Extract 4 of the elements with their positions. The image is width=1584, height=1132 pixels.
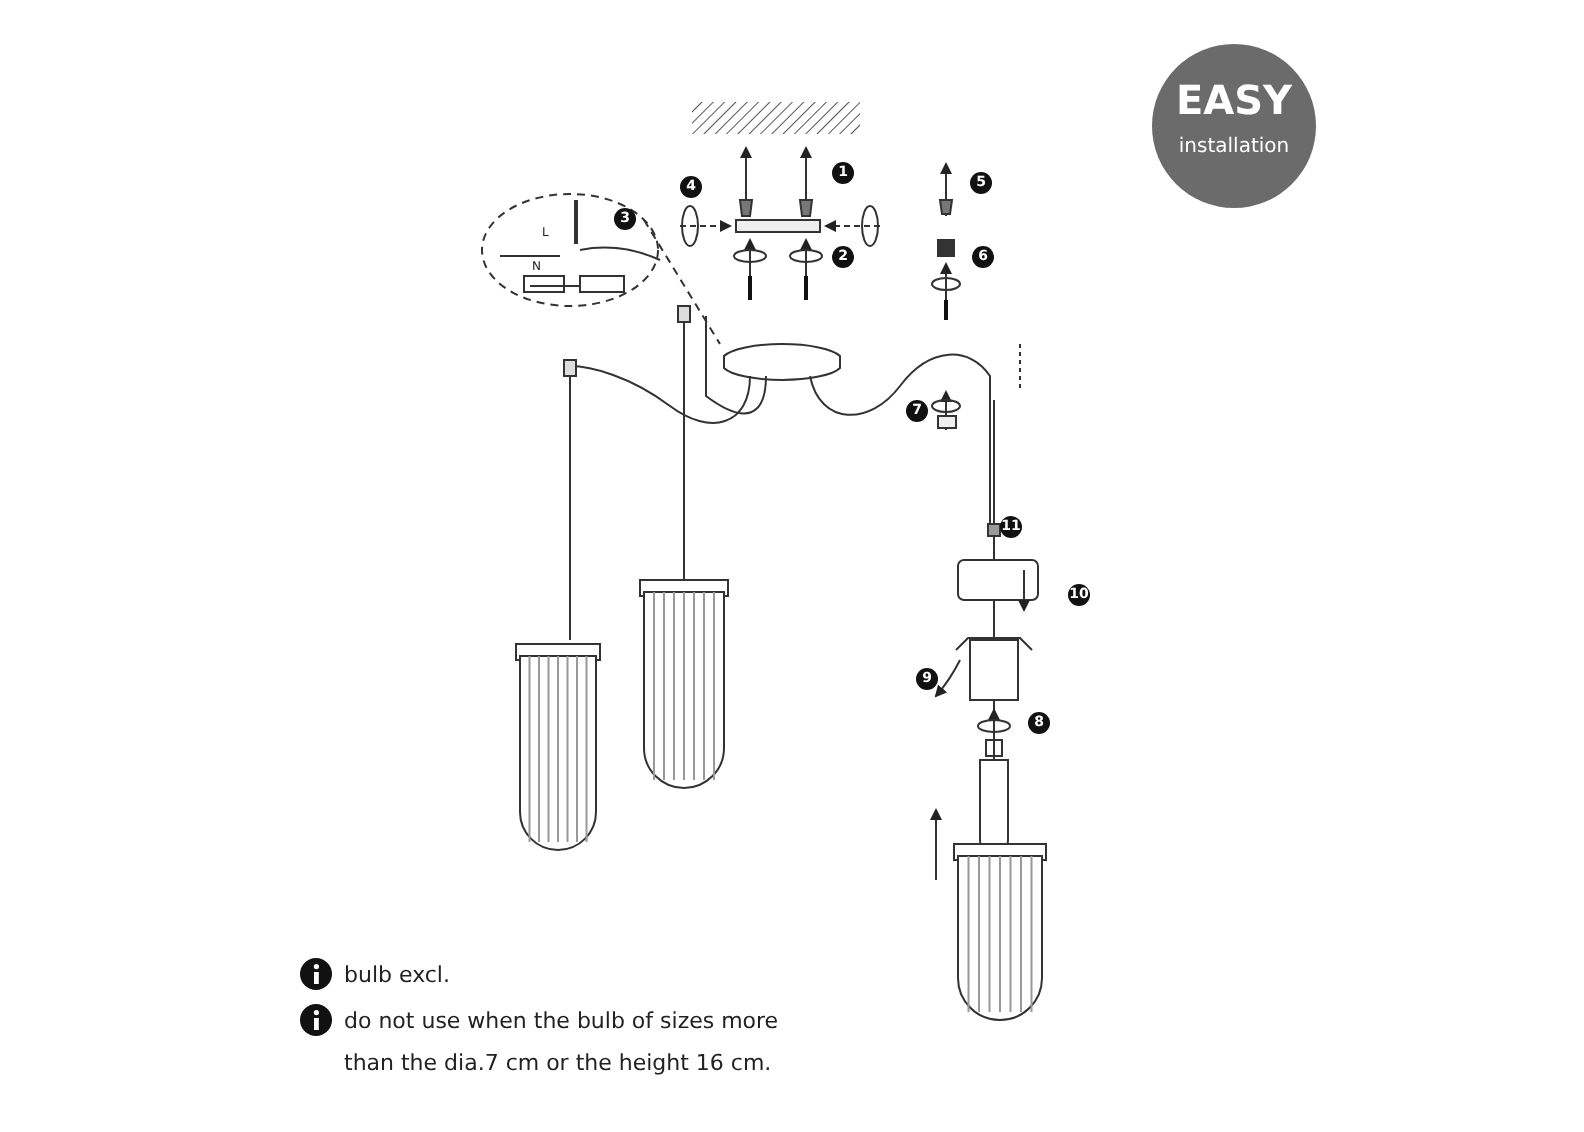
badge-title: EASY (1173, 76, 1295, 124)
badge-subtitle: installation (1176, 136, 1292, 160)
note-text: bulb excl. (344, 960, 452, 992)
note-text: do not use when the bulb of sizes more than the dia.7 cm or the height 16 cm. (344, 1006, 781, 1080)
